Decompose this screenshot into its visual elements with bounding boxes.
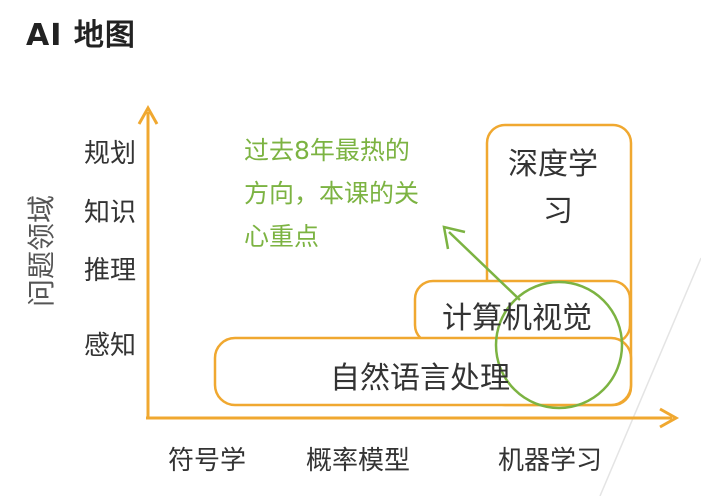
nlp-box xyxy=(213,336,633,407)
y-axis-arrowhead xyxy=(137,104,159,125)
page-title: AI 地图 xyxy=(26,18,136,53)
highlight-circle xyxy=(494,280,624,410)
annotation-arrowhead xyxy=(442,225,466,250)
computer-vision-box xyxy=(413,279,632,345)
decorative-line xyxy=(599,257,701,496)
annotation-arrow xyxy=(448,231,521,301)
x-axis-arrowhead xyxy=(659,407,680,429)
